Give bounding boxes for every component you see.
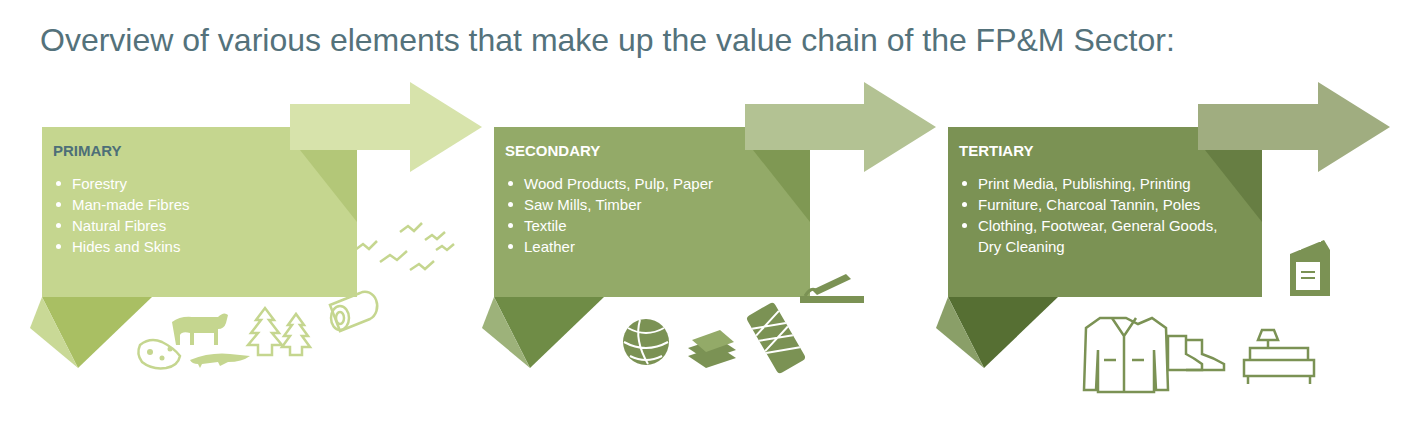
diagram-title: Overview of various elements that make u… bbox=[40, 22, 1175, 59]
bullet-item: Print Media, Publishing, Printing bbox=[959, 173, 1223, 194]
bullet-item: Furniture, Charcoal Tannin, Poles bbox=[959, 194, 1223, 215]
bullet-item: Clothing, Footwear, General Goods, Dry C… bbox=[959, 215, 1223, 257]
bag-icon bbox=[1290, 232, 1330, 296]
secondary-banner bbox=[482, 82, 936, 368]
bullet-item: Leather bbox=[505, 236, 769, 257]
panel-heading: PRIMARY bbox=[53, 141, 347, 161]
bullet-item: Hides and Skins bbox=[53, 236, 317, 257]
bullet-item: Wood Products, Pulp, Paper bbox=[505, 173, 769, 194]
bullet-item: Saw Mills, Timber bbox=[505, 194, 769, 215]
tertiary-icons bbox=[1084, 318, 1314, 392]
panel-heading: SECONDARY bbox=[505, 141, 800, 161]
stage-panel: PRIMARY ForestryMan-made FibresNatural Fi… bbox=[42, 127, 357, 297]
secondary-icons bbox=[623, 274, 864, 375]
bullet-item: Man-made Fibres bbox=[53, 194, 317, 215]
bullet-item: Natural Fibres bbox=[53, 215, 317, 236]
panel-heading: TERTIARY bbox=[959, 141, 1252, 161]
primary-icons bbox=[138, 223, 454, 368]
bullet-item: Textile bbox=[505, 215, 769, 236]
bullet-item: Forestry bbox=[53, 173, 317, 194]
primary-banner bbox=[30, 82, 482, 368]
primary-fill-icons bbox=[147, 313, 250, 368]
stage-panel: TERTIARY Print Media, Publishing, Printin… bbox=[948, 127, 1262, 297]
stage-panel: SECONDARY Wood Products, Pulp, PaperSaw M… bbox=[494, 127, 810, 297]
